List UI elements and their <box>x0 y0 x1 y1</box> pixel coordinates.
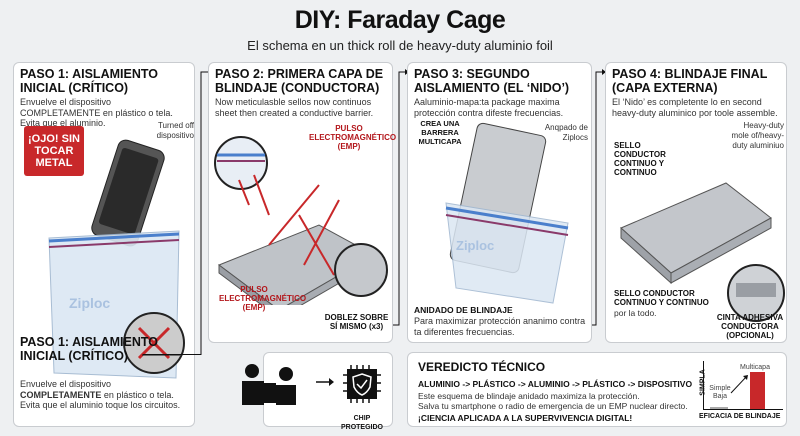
verdict-line2: Salva tu smartphone o radio de emergenci… <box>418 401 688 411</box>
step2-desc: Now meticulasble sellos now continuos sh… <box>215 97 374 118</box>
arrow-right-icon <box>316 378 334 386</box>
page-title: DIY: Faraday Cage <box>294 6 506 34</box>
step1-heading: PASO 1: AISLAMIENTO INICIAL (CRÍTICO) <box>20 67 158 95</box>
tape-label: CINTA ADHESIVA CONDUCTORA (OPCIONAL) <box>716 313 784 340</box>
barrier-label: CREA UNA BARRERA MULTICAPA <box>418 119 462 146</box>
seal-label: SELLO CONDUCTOR CONTINUO Y CONTINUO <box>614 141 666 177</box>
seal-bottom-heading: SELLO CONDUCTOR CONTINUO Y CONTINUO <box>614 289 709 307</box>
nested-bag-illustration: Ziploc <box>445 122 569 304</box>
step1-footer-heading: PASO 1: AISLAMIENTO INICIAL (CRÍTICO) <box>20 335 158 363</box>
bar-simple <box>710 406 728 409</box>
trend-arrow <box>730 375 748 394</box>
mini-chart: SIMPLA Simple Baja Multicapa EFICACIA DE… <box>694 361 784 423</box>
step3-footer-heading: ANIDADO DE BLINDAJE <box>414 305 513 315</box>
emp-label-top: PULSO ELECTROMAGNÉTICO (EMP) <box>309 124 397 151</box>
final-wrap-illustration <box>620 182 785 322</box>
verdict-closing: ¡CIENCIA APLICADA A LA SUPERVIVENCIA DIG… <box>418 413 633 423</box>
step4-panel: PASO 4: BLINDAJE FINAL (CAPA EXTERNA) El… <box>605 62 787 343</box>
shield-chip-icon <box>343 365 381 403</box>
step2-panel: PASO 2: PRIMERA CAPA DE BLINDAJE (CONDUC… <box>208 62 397 343</box>
step1-panel: PASO 1: AISLAMIENTO INICIAL (CRÍTICO) En… <box>13 62 195 427</box>
y-axis <box>703 361 704 409</box>
step1-desc: Envuelve el dispositivo COMPLETAMENTE en… <box>20 97 173 128</box>
mini-chart-xlabel: EFICACIA DE BLINDAJE <box>699 413 781 420</box>
bar-label-multicapa: Multicapa <box>740 364 770 371</box>
x-axis <box>703 409 783 410</box>
chip-label: CHIP PROTEGIDO <box>340 415 383 431</box>
emp-label-bottom: PULSO ELECTROMAGNÉTICO (EMP) <box>219 285 307 312</box>
fold-label: DOBLEZ SOBRE SÍ MISMO (x3) <box>324 313 389 331</box>
flow-connector-1-2 <box>142 354 180 356</box>
bar-label-simple: Simple Baja <box>709 385 731 400</box>
page-subtitle: El schema en un thick roll de heavy-duty… <box>247 38 553 53</box>
ziploc-logo: Ziploc <box>456 238 494 253</box>
fold-detail-circle <box>334 243 388 297</box>
step3-footer-desc: Para maximizar protección ananimo contra… <box>414 316 586 337</box>
verdict-sequence: ALUMINIO -> PLÁSTICO -> ALUMINIO -> PLÁS… <box>418 379 693 389</box>
step4-desc: El ‘Nido’ es completente lo en second he… <box>612 97 778 118</box>
step4-heading: PASO 4: BLINDAJE FINAL (CAPA EXTERNA) <box>612 67 768 95</box>
step3-panel: PASO 3: SEGUNDO AISLAMIENTO (EL ‘NIDO’) … <box>407 62 592 343</box>
foil-note: Heavy-duty mole of/heavy-duty aluminiuo <box>731 121 784 150</box>
step3-desc: Aaluminio-mapa:ta package maxima protecc… <box>414 97 564 118</box>
verdict-panel: VEREDICTO TÉCNICO ALUMINIO -> PLÁSTICO -… <box>407 352 787 427</box>
device-note: Turned off dispositivo <box>156 121 194 140</box>
people-icon <box>242 364 296 405</box>
verdict-heading: VEREDICTO TÉCNICO <box>418 360 546 374</box>
ziploc-note: Anqpado de Ziplocs <box>544 123 588 142</box>
emp-arrows <box>238 174 340 276</box>
icons-panel: CHIP PROTEGIDO <box>242 352 393 431</box>
ziploc-logo: Ziploc <box>69 295 110 311</box>
arrow-to-step4 <box>592 69 606 326</box>
verdict-line1: Este esquema de blindaje anidado maximiz… <box>418 391 640 401</box>
step3-heading: PASO 3: SEGUNDO AISLAMIENTO (EL ‘NIDO’) <box>414 67 570 95</box>
connector-line <box>143 354 201 355</box>
seal-bottom-desc: por la todo. <box>614 308 657 318</box>
step2-heading: PASO 2: PRIMERA CAPA DE BLINDAJE (CONDUC… <box>215 67 384 95</box>
foil-wrap-illustration <box>214 136 388 305</box>
step1-footer-desc: Envuelve el dispositivo COMPLETAMENTE en… <box>20 379 181 410</box>
bar-multicapa <box>750 371 765 409</box>
zoom-seal-circle <box>214 136 268 190</box>
bag-phone-illustration: Ziploc <box>48 139 185 379</box>
warning-badge: ¡OJO! SIN TOCAR METAL <box>24 126 84 176</box>
